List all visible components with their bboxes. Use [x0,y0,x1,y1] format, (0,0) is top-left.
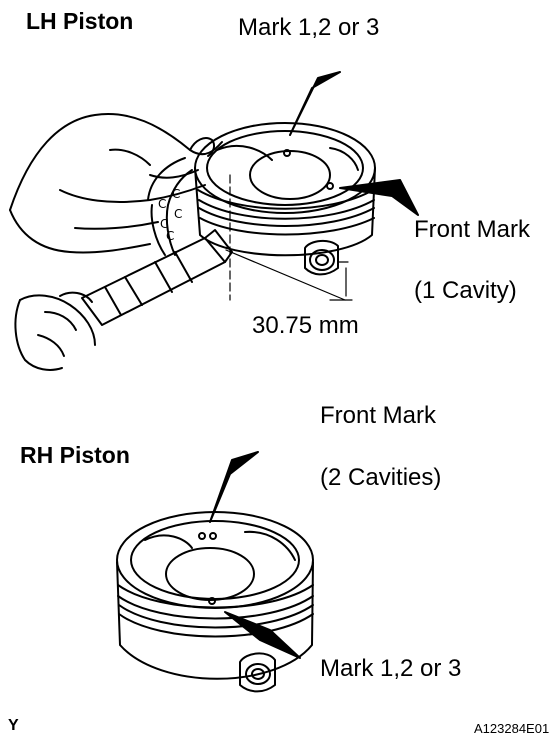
corner-letter: Y [8,717,19,734]
micrometer-frame: C C C C C [147,157,193,256]
lh-hand [9,113,223,254]
lh-piston [194,122,376,301]
lh-lower-hand [14,291,96,371]
lh-mark-label: Mark 1,2 or 3 [238,14,380,41]
micrometer-spindle [81,229,233,326]
svg-text:C: C [166,229,174,243]
lh-front-mark-label: Front Mark [414,216,531,243]
svg-text:C: C [174,207,182,221]
svg-text:C: C [158,197,166,211]
figure-code: A123284E01 [474,721,550,736]
lh-arrows [289,71,419,216]
lh-piston-title: LH Piston [26,8,134,34]
svg-text:C: C [160,217,168,231]
rh-piston [116,511,314,693]
svg-text:C: C [172,187,180,201]
rh-mark-label: Mark 1,2 or 3 [320,655,462,682]
rh-piston-title: RH Piston [20,442,130,468]
lh-cavity-label: (1 Cavity) [414,277,517,304]
rh-arrows [209,451,301,659]
rh-front-mark-label: Front Mark [320,402,437,429]
rh-cavity-label: (2 Cavities) [320,464,442,491]
lh-measurement-label: 30.75 mm [252,312,359,339]
